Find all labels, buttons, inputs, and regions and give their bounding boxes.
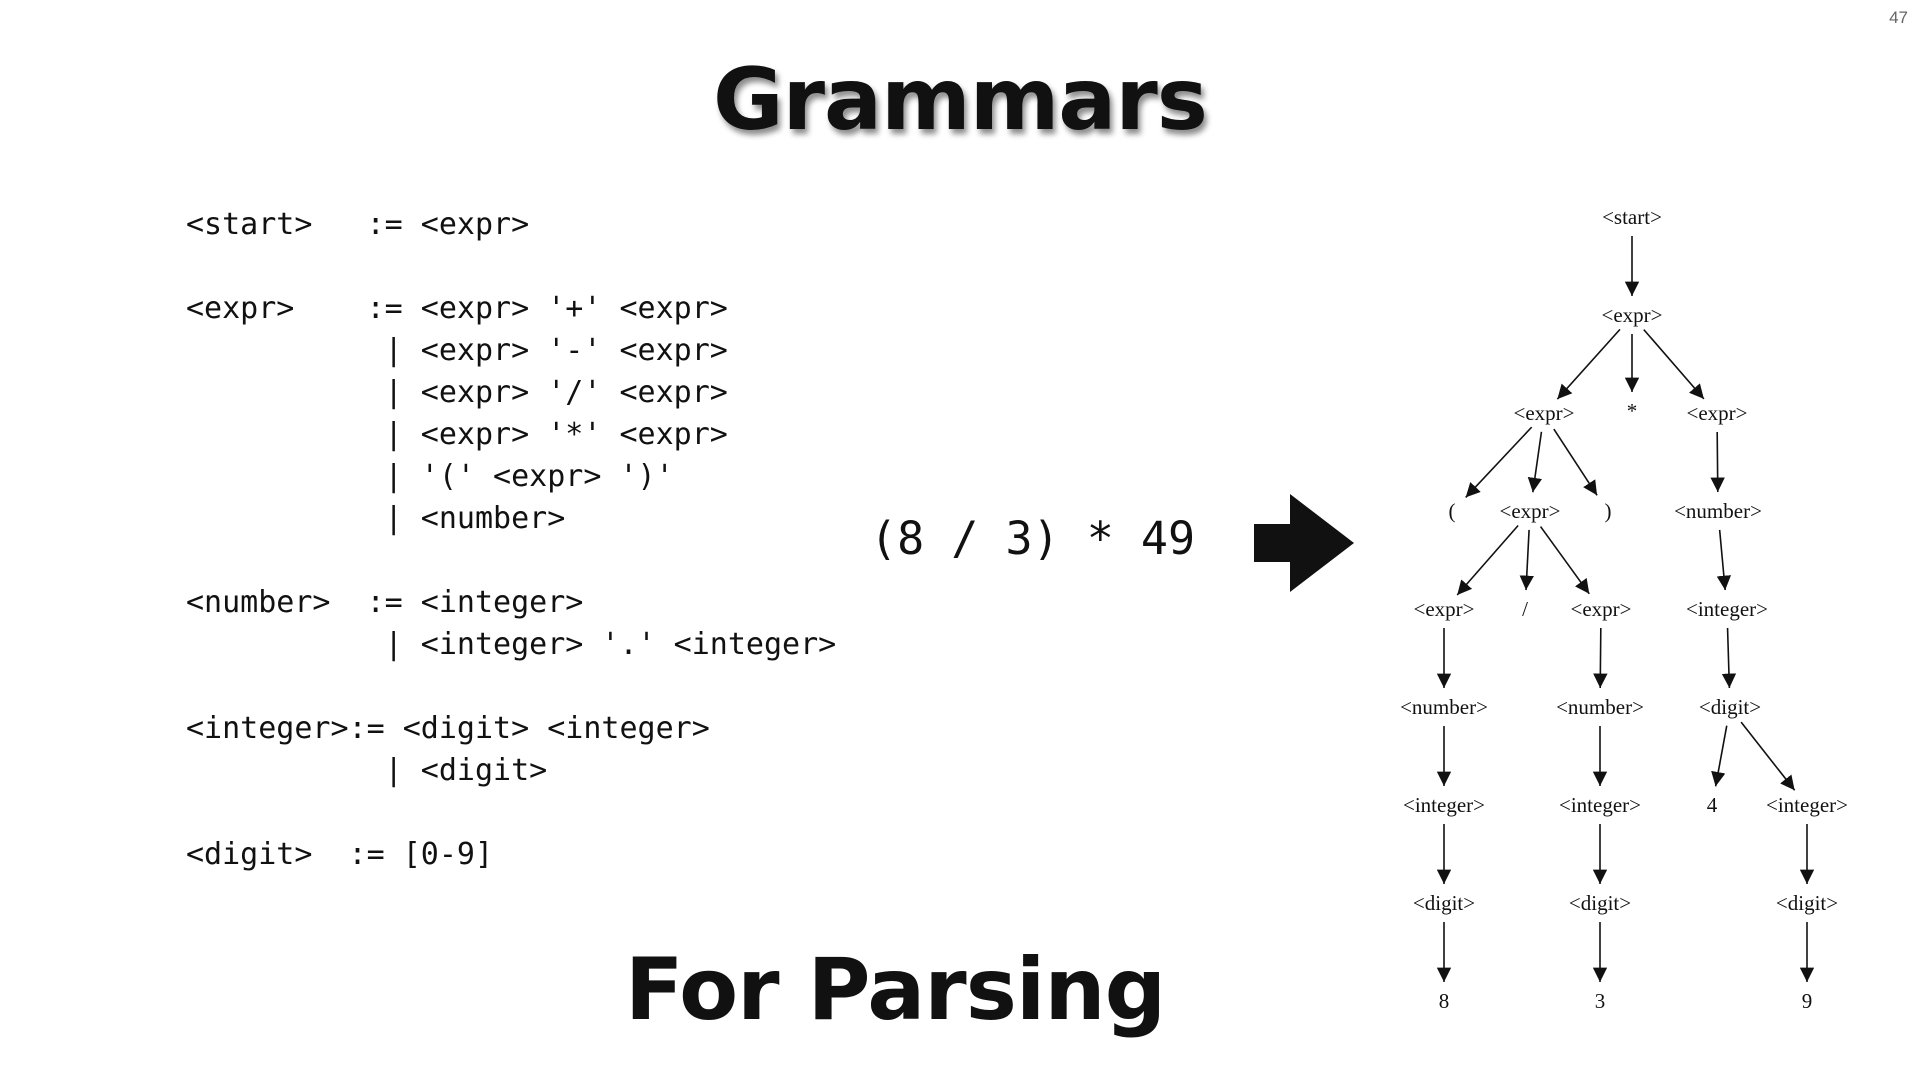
grammar-line <box>186 540 836 582</box>
input-expression: (8 / 3) * 49 <box>870 512 1196 565</box>
tree-node: <integer> <box>1403 793 1485 817</box>
grammar-line: <start> := <expr> <box>186 207 530 242</box>
grammar-line <box>186 246 836 288</box>
grammar-line: <integer>:= <digit> <integer> <box>186 711 710 746</box>
grammar-line: | <integer> '.' <integer> <box>186 627 837 662</box>
tree-node: <expr> <box>1499 499 1560 523</box>
tree-edge <box>1740 721 1796 791</box>
grammar-line <box>186 666 836 708</box>
grammar-line <box>186 792 836 834</box>
grammar-line: | <expr> '/' <expr> <box>186 375 728 410</box>
tree-node: <expr> <box>1513 401 1574 425</box>
tree-edge <box>1527 431 1543 493</box>
tree-edge <box>1553 428 1598 496</box>
tree-node: <number> <box>1556 695 1644 719</box>
tree-edge <box>1710 431 1725 493</box>
parse-tree: <start> <expr> <expr> * <expr> ( <expr>) <numbe… <box>1400 205 1848 1013</box>
slide-number: 47 <box>1889 8 1908 27</box>
slide-subtitle: For Parsing <box>624 940 1166 1040</box>
tree-node: <start> <box>1602 205 1662 229</box>
tree-node: <integer> <box>1686 597 1768 621</box>
tree-node: <expr> <box>1413 597 1474 621</box>
tree-edge <box>1593 627 1608 689</box>
tree-edge <box>1539 526 1590 595</box>
grammar-line: | <expr> '*' <expr> <box>186 417 728 452</box>
tree-node: * <box>1627 399 1638 423</box>
grammar-definition: <start> := <expr> <expr> := <expr> '+' <e… <box>186 204 836 876</box>
tree-edge <box>1716 529 1732 591</box>
tree-edge <box>1643 329 1705 400</box>
grammar-line: | <expr> '-' <expr> <box>186 333 728 368</box>
slide-title: Grammars <box>713 50 1208 150</box>
grammar-line: | <number> <box>186 501 566 536</box>
tree-edge <box>1519 529 1534 591</box>
tree-node: <digit> <box>1699 695 1761 719</box>
grammar-line: <digit> := [0-9] <box>186 837 494 872</box>
tree-node: ( <box>1449 499 1456 523</box>
tree-edge <box>1721 627 1737 689</box>
tree-node: <number> <box>1674 499 1762 523</box>
tree-node: <number> <box>1400 695 1488 719</box>
tree-node: <expr> <box>1601 303 1662 327</box>
tree-edge <box>1465 426 1533 498</box>
tree-node: <integer> <box>1766 793 1848 817</box>
tree-edge <box>1556 328 1621 400</box>
tree-node: <digit> <box>1413 891 1475 915</box>
right-arrow-icon <box>1254 494 1354 592</box>
tree-node: 4 <box>1707 793 1718 817</box>
tree-node: <integer> <box>1559 793 1641 817</box>
tree-node: <digit> <box>1569 891 1631 915</box>
grammar-line: <expr> := <expr> '+' <expr> <box>186 291 728 326</box>
tree-node: <digit> <box>1776 891 1838 915</box>
tree-node: <expr> <box>1570 597 1631 621</box>
grammar-line: | <digit> <box>186 753 548 788</box>
tree-node: 3 <box>1595 989 1606 1013</box>
grammar-line: | '(' <expr> ')' <box>186 459 674 494</box>
tree-node: <expr> <box>1686 401 1747 425</box>
tree-node: / <box>1522 597 1528 621</box>
tree-edge <box>1711 725 1728 787</box>
tree-node: 8 <box>1439 989 1450 1013</box>
grammar-line: <number> := <integer> <box>186 585 584 620</box>
tree-edge <box>1456 525 1519 596</box>
tree-node: ) <box>1605 499 1612 523</box>
tree-node: 9 <box>1802 989 1813 1013</box>
